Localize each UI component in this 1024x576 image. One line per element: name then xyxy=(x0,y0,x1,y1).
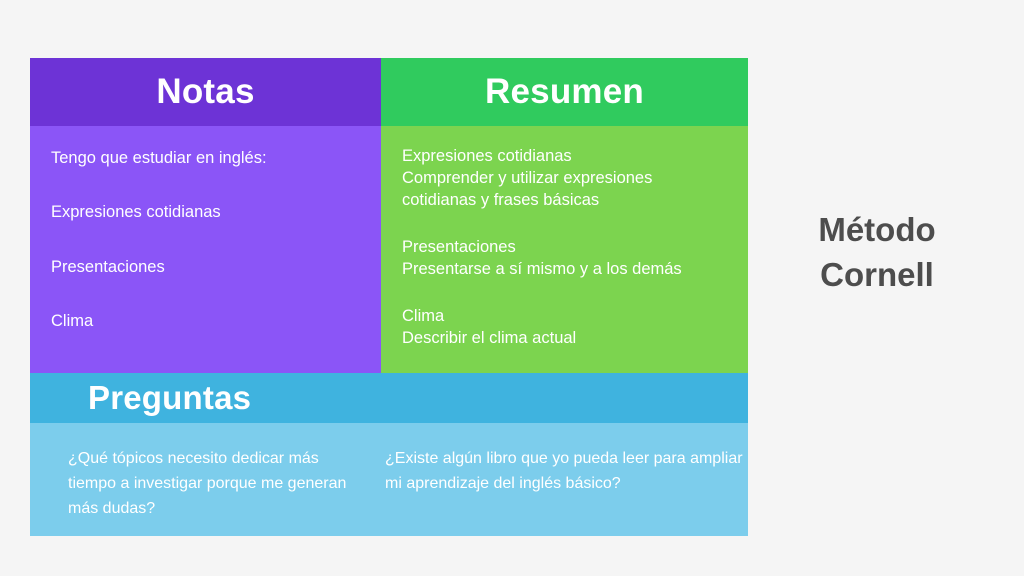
notes-header: Notas xyxy=(30,58,381,126)
note-line: Expresiones cotidianas xyxy=(51,203,221,222)
summary-group-detail: Presentarse a sí mismo y a los demás xyxy=(402,259,682,278)
summary-group-title: Presentaciones xyxy=(402,237,516,256)
summary-group-detail: cotidianas y frases básicas xyxy=(402,190,600,209)
summary-group-detail: Comprender y utilizar expresiones xyxy=(402,168,653,187)
cornell-method-card: Notas Tengo que estudiar en inglés: Expr… xyxy=(30,58,748,536)
summary-header: Resumen xyxy=(381,58,748,126)
summary-group-title: Expresiones cotidianas xyxy=(402,147,572,165)
method-title-line1: Método xyxy=(818,211,936,248)
note-line: Tengo que estudiar en inglés: xyxy=(51,149,267,167)
questions-body: ¿Qué tópicos necesito dedicar más tiempo… xyxy=(30,423,748,536)
summary-body: Expresiones cotidianas Comprender y util… xyxy=(381,126,748,373)
note-line: Presentaciones xyxy=(51,257,165,276)
summary-group: Clima Describir el clima actual xyxy=(402,306,732,350)
questions-panel: Preguntas ¿Qué tópicos necesito dedicar … xyxy=(30,373,748,536)
question-right: ¿Existe algún libro que yo pueda leer pa… xyxy=(385,450,743,492)
questions-header: Preguntas xyxy=(30,373,748,423)
card-top-row: Notas Tengo que estudiar en inglés: Expr… xyxy=(30,58,748,373)
method-title: Método Cornell xyxy=(762,208,992,297)
method-title-line2: Cornell xyxy=(820,255,934,293)
summary-group: Expresiones cotidianas Comprender y util… xyxy=(402,146,732,212)
notes-panel: Notas Tengo que estudiar en inglés: Expr… xyxy=(30,58,381,373)
summary-group-title: Clima xyxy=(402,306,445,325)
note-line: Clima xyxy=(51,312,94,331)
question-left: ¿Qué tópicos necesito dedicar más tiempo… xyxy=(68,450,347,517)
summary-group: Presentaciones Presentarse a sí mismo y … xyxy=(402,237,732,281)
summary-group-detail: Describir el clima actual xyxy=(402,328,577,347)
summary-panel: Resumen Expresiones cotidianas Comprende… xyxy=(381,58,748,373)
notes-body: Tengo que estudiar en inglés: Expresione… xyxy=(30,126,381,373)
